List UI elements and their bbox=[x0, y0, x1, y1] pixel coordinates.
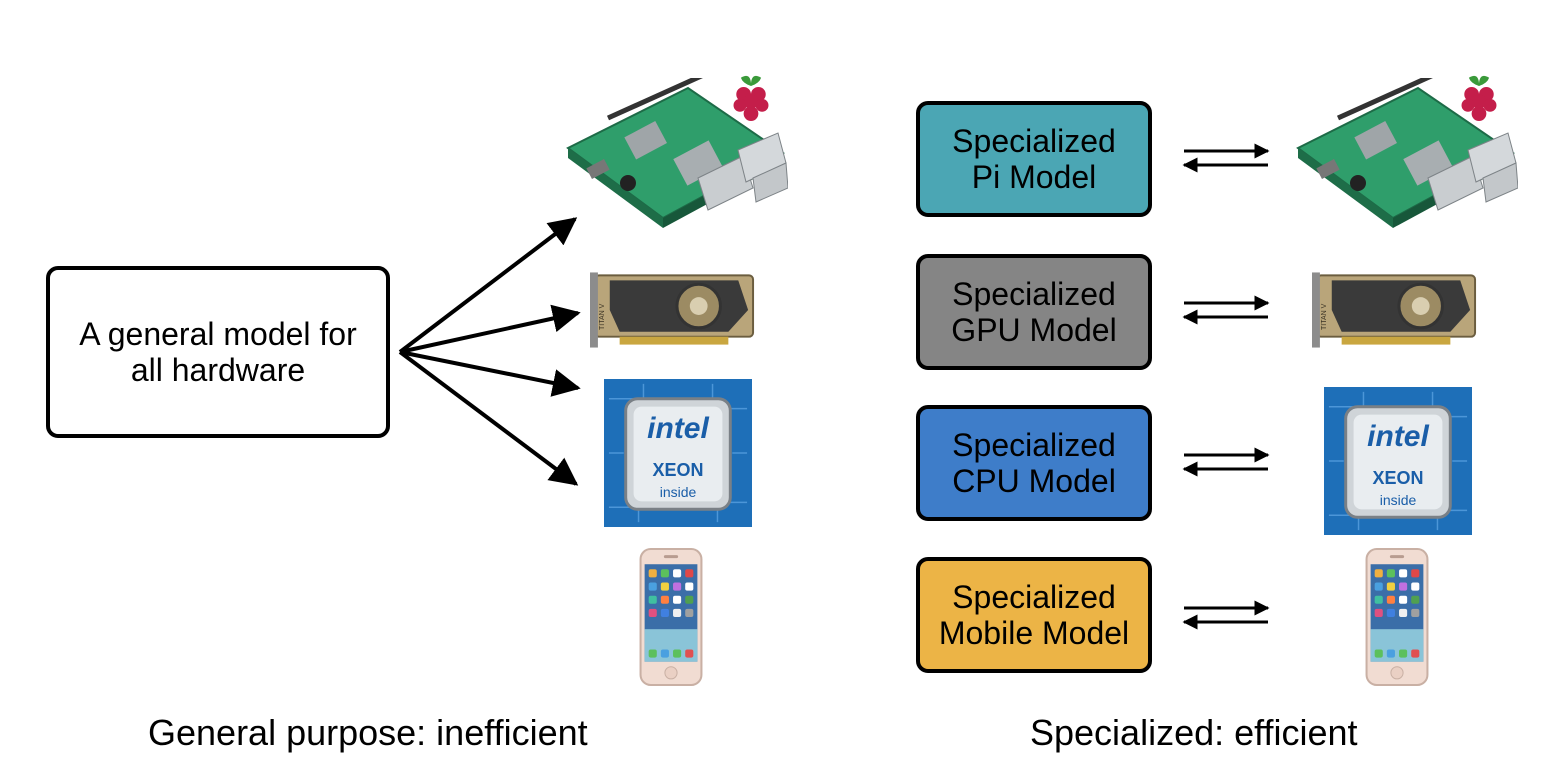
cpu-brand-left: XEON bbox=[652, 460, 703, 480]
arrow-to-cpu bbox=[399, 350, 581, 397]
left-caption: General purpose: inefficient bbox=[148, 712, 588, 753]
cpu-sub-right: inside bbox=[1380, 492, 1417, 508]
cpu-sub-left: inside bbox=[660, 484, 697, 500]
gpu-card-icon bbox=[590, 270, 755, 350]
cpu-model-box: Specialized CPU Model bbox=[916, 405, 1152, 521]
gpu-model-line2: GPU Model bbox=[951, 312, 1117, 348]
cpu-logo-right: intel bbox=[1367, 420, 1429, 453]
xeon-cpu-icon bbox=[604, 378, 752, 528]
gpu-model-line1: Specialized bbox=[952, 276, 1116, 312]
general-model-line1: A general model for bbox=[79, 316, 357, 352]
arrow-to-phone bbox=[398, 350, 579, 486]
cpu-model-line2: CPU Model bbox=[952, 463, 1116, 499]
exchange-arrow-cpu bbox=[1182, 447, 1270, 477]
raspberry-pi-logo-icon bbox=[1461, 75, 1497, 121]
cpu-model-line1: Specialized bbox=[952, 427, 1116, 463]
mobile-model-line2: Mobile Model bbox=[938, 615, 1130, 651]
exchange-arrow-pi bbox=[1182, 143, 1270, 173]
gpu-label-right: TITAN V bbox=[1321, 303, 1328, 330]
general-model-box: A general model for all hardware bbox=[46, 266, 390, 438]
arrow-to-gpu bbox=[399, 304, 581, 354]
arrow-to-pi bbox=[398, 217, 578, 354]
pi-model-box: Specialized Pi Model bbox=[916, 101, 1152, 217]
cpu-logo-left: intel bbox=[647, 412, 709, 445]
gpu-model-box: Specialized GPU Model bbox=[916, 254, 1152, 370]
exchange-arrow-gpu bbox=[1182, 295, 1270, 325]
mobile-model-line1: Specialized bbox=[952, 579, 1116, 615]
pi-model-line1: Specialized bbox=[952, 123, 1116, 159]
right-devices bbox=[1298, 75, 1518, 686]
cpu-brand-right: XEON bbox=[1372, 468, 1423, 488]
exchange-arrows bbox=[1182, 143, 1270, 630]
right-caption: Specialized: efficient bbox=[1030, 712, 1358, 753]
exchange-arrow-mobile bbox=[1182, 600, 1270, 630]
xeon-cpu-icon bbox=[1324, 386, 1472, 536]
gpu-card-icon bbox=[1312, 270, 1477, 350]
general-model-line2: all hardware bbox=[130, 352, 306, 388]
gpu-label-left: TITAN V bbox=[599, 303, 606, 330]
raspberry-pi-logo-icon bbox=[733, 75, 769, 121]
phone-icon bbox=[1365, 548, 1429, 686]
fanout-arrows bbox=[398, 217, 581, 486]
mobile-model-box: Specialized Mobile Model bbox=[916, 557, 1152, 673]
left-devices bbox=[568, 75, 788, 686]
phone-icon bbox=[639, 548, 703, 686]
pi-model-line2: Pi Model bbox=[971, 159, 1097, 195]
